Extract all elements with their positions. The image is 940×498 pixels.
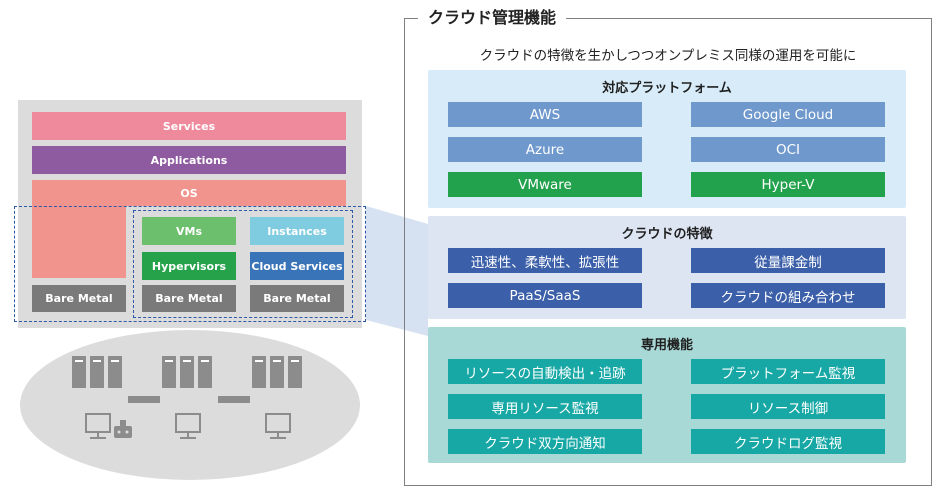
function-platform-monitoring: プラットフォーム監視 xyxy=(691,359,885,384)
vms-tile: VMs xyxy=(142,217,236,245)
bare-metal-tile-2: Bare Metal xyxy=(142,285,236,312)
feature-cloud-combination: クラウドの組み合わせ xyxy=(691,283,885,308)
infrastructure-ellipse xyxy=(20,330,360,480)
applications-label: Applications xyxy=(150,153,228,167)
os-layer: OS xyxy=(32,180,346,206)
features-title: クラウドの特徴 xyxy=(621,226,713,242)
platform-azure: Azure xyxy=(448,137,642,162)
bare-metal-label: Bare Metal xyxy=(45,292,113,305)
platform-aws: AWS xyxy=(448,102,642,127)
hardware-illustration xyxy=(72,356,302,439)
frame-title: クラウド管理機能 xyxy=(428,8,557,27)
frame-title-wrap: クラウド管理機能 xyxy=(418,4,567,28)
services-layer: Services xyxy=(32,112,346,140)
cloud-services-label: Cloud Services xyxy=(251,259,343,273)
os-extension xyxy=(32,204,126,278)
function-resource-control: リソース制御 xyxy=(691,394,885,419)
function-log-monitoring: クラウドログ監視 xyxy=(691,429,885,454)
robot-icon xyxy=(114,420,132,438)
server-icon xyxy=(72,356,122,388)
zoom-connector xyxy=(366,206,428,336)
function-bidirectional-notification: クラウド双方向通知 xyxy=(448,429,642,454)
server-icon xyxy=(162,356,212,388)
frame-subtitle: クラウドの特徴を生かしつつオンプレミス同様の運用を可能に xyxy=(479,48,857,64)
bare-metal-label: Bare Metal xyxy=(155,292,223,305)
platform-hyper-v: Hyper-V xyxy=(691,172,885,197)
platform-google-cloud: Google Cloud xyxy=(691,102,885,127)
feature-agility: 迅速性、柔軟性、拡張性 xyxy=(448,248,642,273)
function-auto-discovery: リソースの自動検出・追跡 xyxy=(448,359,642,384)
cloud-services-tile: Cloud Services xyxy=(250,252,344,280)
highlight-frame-outer xyxy=(14,206,366,322)
monitor-icon xyxy=(85,413,291,439)
functions-title: 専用機能 xyxy=(640,337,693,353)
bare-metal-tile-1: Bare Metal xyxy=(32,285,126,312)
instances-tile: Instances xyxy=(250,217,344,245)
cloud-management-frame xyxy=(404,18,932,486)
bare-metal-label: Bare Metal xyxy=(263,292,331,305)
bare-metal-tile-3: Bare Metal xyxy=(250,285,344,312)
highlight-frame-inner xyxy=(133,210,353,318)
feature-paas-saas: PaaS/SaaS xyxy=(448,283,642,308)
feature-pay-as-you-go: 従量課金制 xyxy=(691,248,885,273)
platform-oci: OCI xyxy=(691,137,885,162)
server-icon xyxy=(252,356,302,388)
platforms-title: 対応プラットフォーム xyxy=(602,80,732,96)
hypervisors-label: Hypervisors xyxy=(151,259,227,273)
applications-layer: Applications xyxy=(32,146,346,174)
switch-icon xyxy=(128,396,250,403)
function-resource-monitoring: 専用リソース監視 xyxy=(448,394,642,419)
hypervisors-tile: Hypervisors xyxy=(142,252,236,280)
vms-label: VMs xyxy=(175,224,202,238)
platform-vmware: VMware xyxy=(448,172,642,197)
services-label: Services xyxy=(162,119,216,133)
os-label: OS xyxy=(180,186,198,200)
instances-label: Instances xyxy=(267,224,327,238)
